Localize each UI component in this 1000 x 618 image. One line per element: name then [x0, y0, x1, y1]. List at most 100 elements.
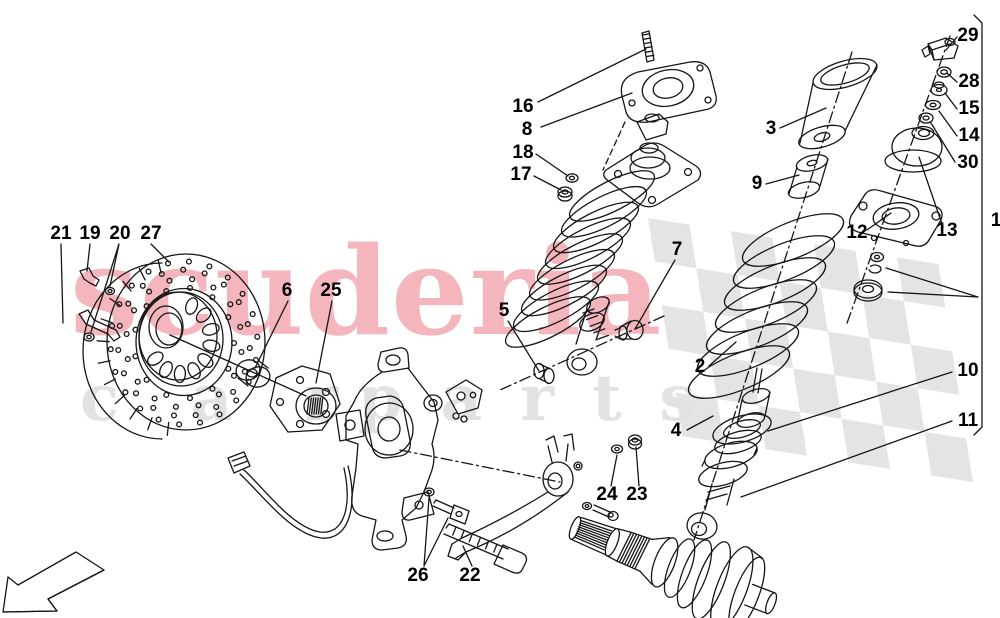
watermark-word-parts: parts — [358, 361, 734, 436]
callout-23: 23 — [626, 484, 647, 505]
mount-washer — [565, 173, 579, 183]
suspension-upright — [335, 347, 483, 551]
long-bolt-shaft — [443, 523, 509, 560]
large-washer — [853, 279, 883, 299]
arm-fork — [545, 433, 575, 453]
upper-mount-plate-right — [848, 189, 943, 247]
callout-labels: 21 19 20 27 6 25 16 8 18 17 3 9 29 28 15… — [50, 25, 1000, 586]
callout-14: 14 — [958, 125, 980, 146]
disc-fasteners — [78, 267, 121, 342]
callout-12: 12 — [846, 222, 867, 243]
nut — [918, 112, 934, 124]
callout-15: 15 — [958, 98, 980, 119]
coil-spring-right — [687, 213, 845, 399]
cable-connector — [227, 451, 251, 474]
disc-drill-holes — [107, 258, 261, 428]
upright-bearing-bore — [364, 402, 414, 456]
callout-8: 8 — [522, 119, 533, 140]
toe-link-arm — [447, 433, 583, 561]
callout-9: 9 — [752, 173, 763, 194]
cable — [243, 467, 348, 533]
axis-line-upper-mount — [845, 35, 951, 327]
shock-eye-lower — [686, 512, 718, 540]
upright-ear — [335, 409, 365, 442]
callout-30: 30 — [957, 152, 978, 173]
wheel-hub — [269, 365, 341, 433]
callout-20: 20 — [109, 223, 130, 244]
upright-bracket — [445, 379, 483, 415]
arm-bushing-eye — [542, 461, 574, 497]
sensor-screw — [78, 309, 121, 342]
washer — [869, 251, 885, 263]
callout-5: 5 — [499, 300, 510, 321]
callout-21: 21 — [50, 223, 72, 244]
hub-flange — [269, 365, 341, 433]
callout-2: 2 — [695, 356, 706, 377]
socket-bolt-head — [449, 504, 470, 525]
callout-25: 25 — [320, 280, 342, 301]
disc-bore-inner — [155, 312, 183, 346]
callout-24: 24 — [596, 484, 618, 505]
spline-teeth — [574, 520, 613, 551]
arm-pinch-bolt — [581, 501, 619, 522]
damper-top-dome — [630, 147, 666, 169]
coil-spring-left — [504, 170, 656, 348]
boot-rib — [676, 539, 713, 609]
nut — [936, 66, 952, 78]
axis-line-shock-eye — [499, 315, 665, 391]
callout-29: 29 — [957, 25, 978, 46]
upright-top-boss — [377, 347, 410, 373]
boot-rib — [691, 541, 732, 618]
upright-body — [345, 367, 439, 551]
shock-eye — [566, 348, 598, 376]
socket-bolt-shaft — [432, 499, 455, 515]
brake-disc — [82, 253, 266, 440]
adjuster-collar — [704, 440, 758, 470]
disc-hat-vents — [146, 297, 221, 384]
shock-absorber-assembled — [504, 30, 717, 385]
long-bolt-head — [493, 544, 528, 574]
upright-bolts — [423, 487, 528, 574]
upright-window — [365, 395, 411, 459]
upright-arm-eye — [423, 394, 443, 412]
washer — [104, 286, 116, 296]
washer-hole — [86, 334, 92, 340]
callout-17: 17 — [510, 164, 531, 185]
hub-spline-bore — [306, 397, 324, 415]
callout-28: 28 — [958, 71, 979, 92]
washer — [924, 99, 942, 111]
small-bolt — [79, 267, 100, 287]
arm-nut-washer — [610, 434, 643, 454]
callout-7: 7 — [672, 239, 683, 260]
callout-16: 16 — [512, 96, 533, 117]
callout-11: 11 — [958, 410, 979, 431]
direction-arrow-icon — [2, 551, 105, 613]
axis-line-bolt — [399, 449, 561, 483]
circlip — [868, 264, 882, 274]
washer — [83, 332, 95, 342]
damper-adjuster-solenoid — [636, 113, 669, 141]
hub-bearing — [295, 387, 337, 425]
callout-6: 6 — [282, 280, 293, 301]
callout-19: 19 — [79, 223, 100, 244]
arm-shaft — [451, 491, 569, 559]
arm-end — [447, 543, 467, 561]
boot-rib — [663, 538, 696, 598]
callout-10: 10 — [957, 360, 978, 381]
assembly-bracket — [973, 14, 983, 436]
callout-26: 26 — [407, 565, 428, 586]
disc-bore-outer — [148, 305, 184, 349]
abs-sensor-cable — [227, 451, 353, 539]
washer-hole — [107, 288, 113, 294]
callout-18: 18 — [512, 142, 533, 163]
drive-shaft — [568, 516, 778, 618]
assembly-dash-line — [602, 121, 626, 171]
callout-22: 22 — [459, 565, 480, 586]
disc-edge-slots — [96, 259, 170, 436]
callout-13: 13 — [936, 220, 957, 241]
axis-line-shock — [693, 51, 853, 541]
abs-tone-ring — [616, 531, 651, 569]
lower-spring-seat — [698, 460, 748, 488]
